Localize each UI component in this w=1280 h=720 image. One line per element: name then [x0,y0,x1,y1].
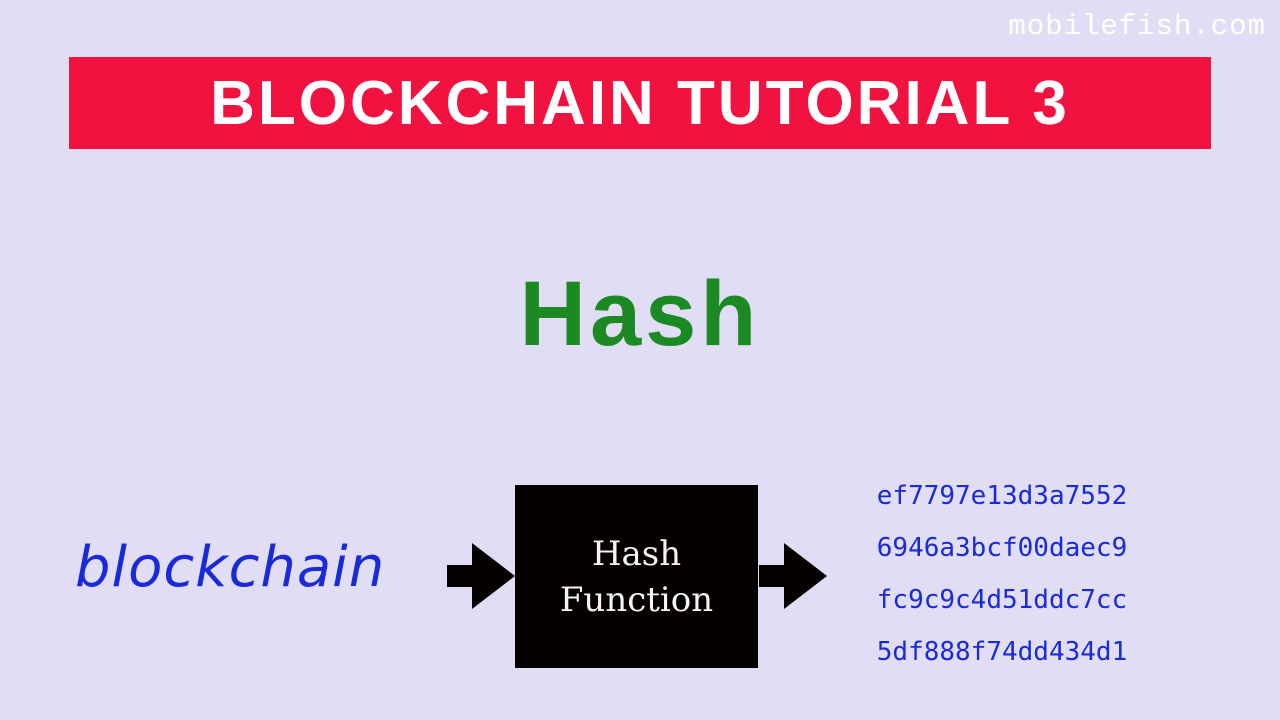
watermark: mobilefish.com [1008,10,1266,43]
hash-output: ef7797e13d3a7552 6946a3bcf00daec9 fc9c9c… [862,470,1142,678]
hash-line: ef7797e13d3a7552 [876,481,1128,511]
subject-title: Hash [519,263,761,365]
hash-line: 5df888f74dd434d1 [876,637,1128,667]
output-arrow-icon [759,543,827,609]
input-arrow-icon [447,543,515,609]
hash-function-label-line2: Function [559,579,714,620]
hash-function-label-line1: Hash [591,533,682,574]
hash-line: 6946a3bcf00daec9 [876,533,1128,563]
hash-function-box: Hash Function [515,485,758,668]
banner-title: BLOCKCHAIN TUTORIAL 3 [210,68,1070,138]
input-text: blockchain [75,535,386,600]
title-banner: BLOCKCHAIN TUTORIAL 3 [69,57,1211,149]
hash-line: fc9c9c4d51ddc7cc [876,585,1128,615]
